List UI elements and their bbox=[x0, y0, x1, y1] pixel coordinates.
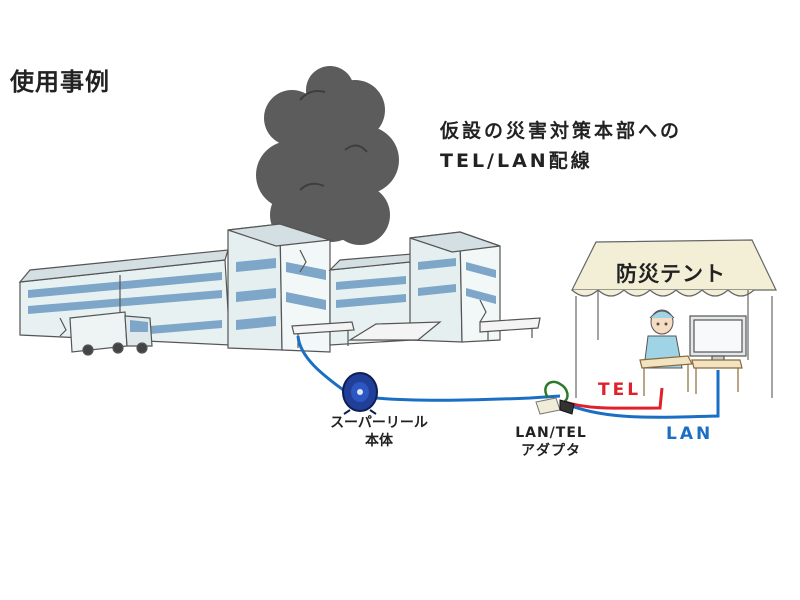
desk bbox=[639, 355, 743, 396]
reel-label-line-1: スーパーリール bbox=[330, 415, 428, 431]
reel-label-line-2: 本体 bbox=[365, 433, 393, 449]
factory-building bbox=[18, 223, 541, 356]
tent-label: 防災テント bbox=[616, 262, 726, 286]
caption-line-2: TEL/LAN配線 bbox=[440, 150, 593, 172]
tel-label: TEL bbox=[598, 380, 642, 400]
adapter-device-icon bbox=[535, 380, 575, 415]
disaster-tent bbox=[571, 239, 777, 398]
cable-reel-icon bbox=[342, 372, 378, 415]
adapter-label: LAN/TEL アダプタ bbox=[486, 424, 616, 460]
smoke-cloud bbox=[256, 66, 399, 245]
lan-label: LAN bbox=[666, 424, 714, 444]
caption: 仮設の災害対策本部への TEL/LAN配線 bbox=[440, 116, 682, 176]
lan-cable-tent bbox=[561, 370, 720, 419]
reel-label: スーパーリール 本体 bbox=[316, 414, 442, 450]
caption-line-1: 仮設の災害対策本部への bbox=[440, 120, 683, 142]
adapter-label-line-2: アダプタ bbox=[521, 443, 581, 459]
monitor-icon bbox=[689, 315, 747, 363]
adapter-label-line-1: LAN/TEL bbox=[515, 425, 587, 441]
lan-cable-main bbox=[375, 394, 561, 402]
lan-cable-reel bbox=[296, 335, 347, 394]
page-title: 使用事例 bbox=[10, 68, 110, 96]
